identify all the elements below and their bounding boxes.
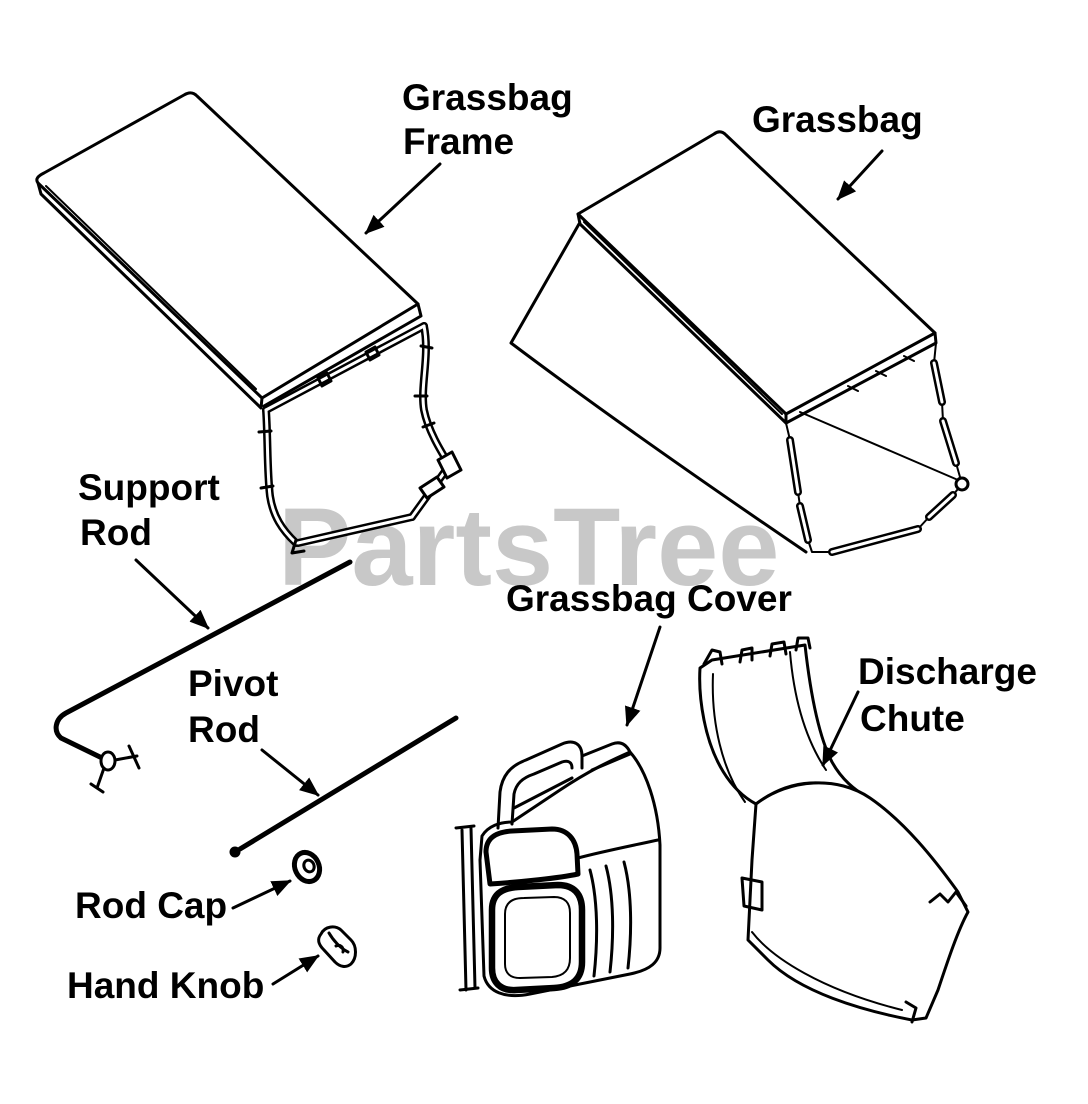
- discharge-chute-side-bracket: [740, 876, 764, 912]
- pivot-rod-label-line1: Pivot: [188, 663, 278, 704]
- grassbag-top-panel: [576, 130, 937, 416]
- pivot-rod-part: [229, 715, 459, 858]
- support-rod-pin: [89, 744, 141, 794]
- part-labels: Grassbag Frame Grassbag Support Rod Pivo…: [67, 77, 1037, 1006]
- grassbag-cover-ribs: [588, 860, 633, 978]
- rod-cap-part: [291, 849, 323, 885]
- hand-knob-wing: [327, 931, 350, 954]
- grassbag-frame-top-rail-inner: [264, 324, 426, 412]
- grassbag-frame-top-panel: [35, 91, 420, 400]
- grassbag-cover-upper-panel: [483, 826, 581, 887]
- discharge-chute-hood: [746, 781, 970, 1022]
- discharge-chute-part: [698, 636, 970, 1024]
- discharge-chute-inner-edges: [711, 651, 827, 803]
- grassbag-cover-handle: [496, 740, 584, 830]
- hand-knob-label: Hand Knob: [67, 965, 264, 1006]
- hand-knob-arrow: [271, 954, 320, 986]
- support-rod-label-line1: Support: [78, 467, 220, 508]
- grassbag-body-outline: [509, 222, 808, 554]
- grassbag-seam-marks: [583, 221, 915, 415]
- grassbag-label: Grassbag: [752, 99, 923, 140]
- discharge-chute-mount-clips: [702, 636, 812, 666]
- grassbag-frame-left-leg-inner: [264, 408, 298, 545]
- support-rod-shaft: [53, 559, 353, 760]
- grassbag-cover-opening: [488, 881, 586, 994]
- rod-cap-ring: [291, 849, 323, 885]
- discharge-chute-arrow: [821, 690, 860, 767]
- grassbag-frame-bottom-rail-inner: [296, 515, 414, 545]
- watermark-text: PartsTree: [278, 486, 779, 609]
- grassbag-opening-frame-hollow: [788, 361, 958, 554]
- discharge-chute-label-line2: Chute: [860, 698, 965, 739]
- grassbag-opening-edge: [799, 411, 959, 481]
- discharge-chute-label-line1: Discharge: [858, 651, 1037, 692]
- grassbag-frame-clips: [257, 344, 436, 490]
- pivot-rod-arrow: [260, 748, 320, 797]
- grassbag-opening-right-upper-inner: [932, 361, 944, 404]
- grassbag-cover-arrow: [625, 625, 662, 727]
- rod-cap-label: Rod Cap: [75, 885, 227, 926]
- grassbag-cover-part: [454, 740, 662, 998]
- grassbag-frame-right-leg-inner: [421, 324, 452, 468]
- grassbag-frame-corner: [954, 476, 970, 492]
- discharge-chute-end-teeth: [904, 890, 968, 1024]
- pointer-arrows: [134, 149, 884, 986]
- grassbag-frame-bracket: [418, 450, 463, 500]
- grassbag-part: [509, 130, 970, 556]
- grassbag-arrow: [836, 149, 884, 201]
- grassbag-cover-opening-inner: [504, 896, 571, 979]
- grassbag-opening-left-lower-inner: [798, 504, 810, 542]
- grassbag-cover-face-line: [576, 838, 660, 860]
- grassbag-frame-arrow: [364, 162, 442, 235]
- grassbag-frame-panel-lip: [45, 185, 257, 390]
- rod-cap-arrow: [231, 879, 292, 910]
- grassbag-frame-hook: [290, 538, 306, 555]
- grassbag-frame-label-line1: Grassbag: [402, 77, 573, 118]
- hand-knob-part: [317, 925, 357, 968]
- grassbag-opening-bottom-right-inner: [927, 493, 955, 519]
- grassbag-cover-side-mount: [454, 824, 480, 992]
- support-rod-label-line2: Rod: [80, 512, 152, 553]
- grassbag-cover-top-ridge: [580, 741, 632, 772]
- grassbag-cover-label: Grassbag Cover: [506, 578, 792, 619]
- rod-cap-hole: [302, 858, 316, 874]
- grassbag-frame-panel-edge: [36, 181, 423, 410]
- pivot-rod-label-line2: Rod: [188, 709, 260, 750]
- discharge-chute-hood-lower-edge: [751, 931, 903, 1011]
- pivot-rod-shaft: [237, 715, 459, 852]
- support-rod-part: [53, 559, 353, 794]
- grassbag-opening-right-lower-inner: [941, 419, 958, 465]
- support-rod-arrow: [134, 558, 210, 630]
- grassbag-opening-bottom-inner: [830, 527, 920, 554]
- pivot-rod-head: [229, 846, 241, 858]
- grassbag-opening-left-upper-inner: [788, 438, 800, 494]
- grassbag-frame-label-line2: Frame: [403, 121, 514, 162]
- grassbag-frame-part: [35, 91, 463, 555]
